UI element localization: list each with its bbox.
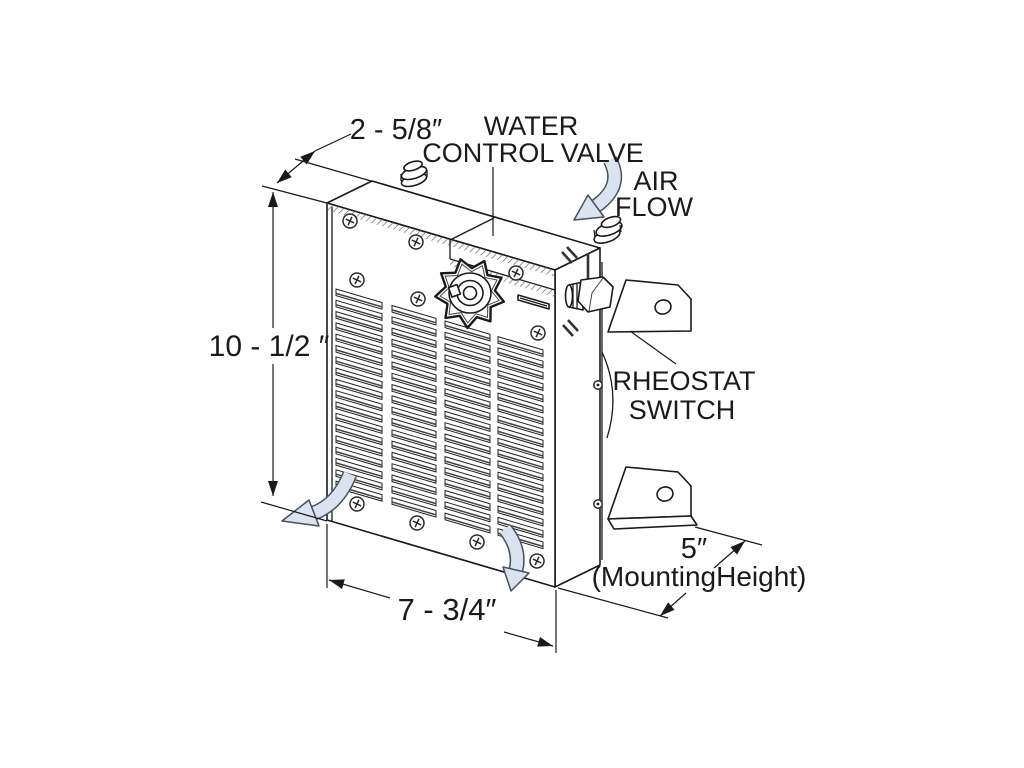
pipe-fitting-top-right xyxy=(593,215,623,244)
dimension-arrowhead xyxy=(268,192,278,207)
side-vent-slots xyxy=(561,246,579,337)
plate-screws xyxy=(593,380,603,509)
panel-screws xyxy=(342,213,546,569)
mounting-bracket-top xyxy=(607,279,692,333)
screw xyxy=(508,265,524,281)
screw xyxy=(469,534,485,550)
rheostat-label-line2: SWITCH xyxy=(629,395,735,425)
dimension-mounting-height: 5″ (MountingHeight) xyxy=(557,526,807,619)
width-dimension-label: 7 - 3/4″ xyxy=(398,592,497,627)
screw xyxy=(529,553,545,569)
screw xyxy=(342,213,358,229)
mounting-plate xyxy=(601,262,614,560)
dimension-arrowhead xyxy=(268,481,278,496)
pipe-fitting-top-left xyxy=(400,160,428,188)
screw xyxy=(410,291,426,307)
dimension-arrowhead xyxy=(277,169,292,183)
dimension-width: 7 - 3/4″ xyxy=(326,524,557,653)
dimension-height: 10 - 1/2 ″ xyxy=(209,192,330,522)
airflow-arrow-in xyxy=(573,156,623,221)
screw xyxy=(530,325,546,341)
screw xyxy=(408,234,424,250)
rheostat-label-line1: RHEOSTAT xyxy=(612,366,755,396)
depth-dimension-label: 2 - 5/8″ xyxy=(350,114,442,146)
bracket-hole-top xyxy=(654,299,672,315)
front-grille xyxy=(335,288,544,550)
water-control-valve-handwheel xyxy=(434,258,506,330)
screw xyxy=(349,272,365,288)
dimension-arrowheads xyxy=(268,151,745,647)
air-flow-label-line2: FLOW xyxy=(615,192,694,222)
label-water-control-valve: WATER CONTROL VALVE xyxy=(422,111,644,236)
water-valve-label-line2: CONTROL VALVE xyxy=(422,138,644,168)
dimension-arrowhead xyxy=(329,579,345,589)
dimension-arrowhead xyxy=(660,602,675,616)
bracket-hole-bottom xyxy=(656,486,674,502)
dimension-arrowhead xyxy=(730,541,745,555)
airflow-arrow-out-left xyxy=(281,471,357,527)
screw xyxy=(409,515,425,531)
height-dimension-label: 10 - 1/2 ″ xyxy=(209,330,330,363)
airflow-arrow-out-bottom xyxy=(498,524,530,592)
heater-unit xyxy=(326,160,614,588)
mount-height-label: (MountingHeight) xyxy=(592,561,807,592)
label-rheostat-switch: RHEOSTAT SWITCH xyxy=(612,330,756,425)
label-air-flow: AIR FLOW xyxy=(615,166,694,222)
rheostat-knob xyxy=(564,253,614,313)
mounting-bracket-bottom xyxy=(607,466,698,530)
water-valve-label-line1: WATER xyxy=(484,111,579,141)
dimension-arrowhead xyxy=(537,637,553,647)
air-flow-label-line1: AIR xyxy=(633,166,678,196)
top-edge-hatch xyxy=(327,203,555,277)
mount-value-label: 5″ xyxy=(681,533,707,565)
dimension-arrowhead xyxy=(300,151,315,165)
screw xyxy=(349,496,365,512)
dimension-depth: 2 - 5/8″ xyxy=(261,114,442,204)
